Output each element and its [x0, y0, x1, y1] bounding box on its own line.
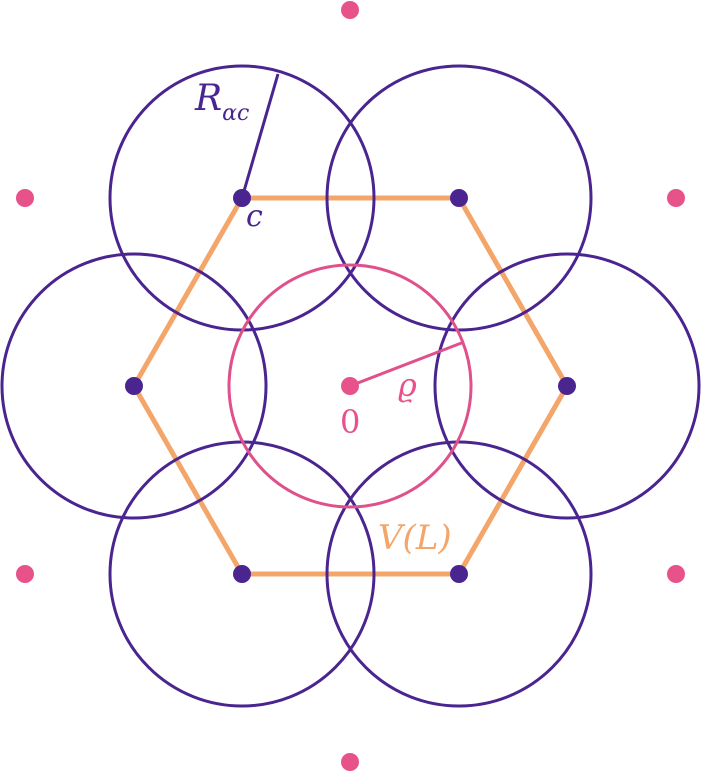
covering-circle-right: [433, 252, 701, 520]
packing-circle-center: [227, 263, 473, 509]
vertex-point: [558, 377, 576, 395]
covering-radius-segment: [240, 73, 280, 199]
origin-label: 0: [340, 403, 360, 441]
covering-circle-bottom-right: [325, 440, 593, 708]
covering-radius-subscript: αc: [222, 101, 249, 126]
lattice-point: [16, 189, 34, 207]
covering-circle-top-right: [325, 64, 593, 332]
vertex-label: c: [246, 199, 263, 234]
lattice-point: [16, 565, 34, 583]
vertex-point: [233, 189, 251, 207]
covering-circle-left: [0, 252, 268, 520]
packing-radius-label: ϱ: [398, 366, 417, 404]
vertex-point: [233, 565, 251, 583]
vertex-point: [450, 189, 468, 207]
lattice-point: [341, 1, 359, 19]
voronoi-vertices: [125, 189, 576, 583]
vertex-point: [125, 377, 143, 395]
lattice-point: [341, 753, 359, 771]
lattice-point-origin: [341, 377, 359, 395]
lattice-point: [667, 565, 685, 583]
vertex-point: [450, 565, 468, 583]
covering-radius-label: Rαc: [194, 78, 249, 126]
voronoi-cell-label: V(L): [378, 518, 452, 558]
lattice-point: [667, 189, 685, 207]
covering-radius-symbol: R: [194, 78, 222, 119]
lattice-points: [16, 1, 685, 771]
packing-radius-segment: [349, 340, 465, 388]
